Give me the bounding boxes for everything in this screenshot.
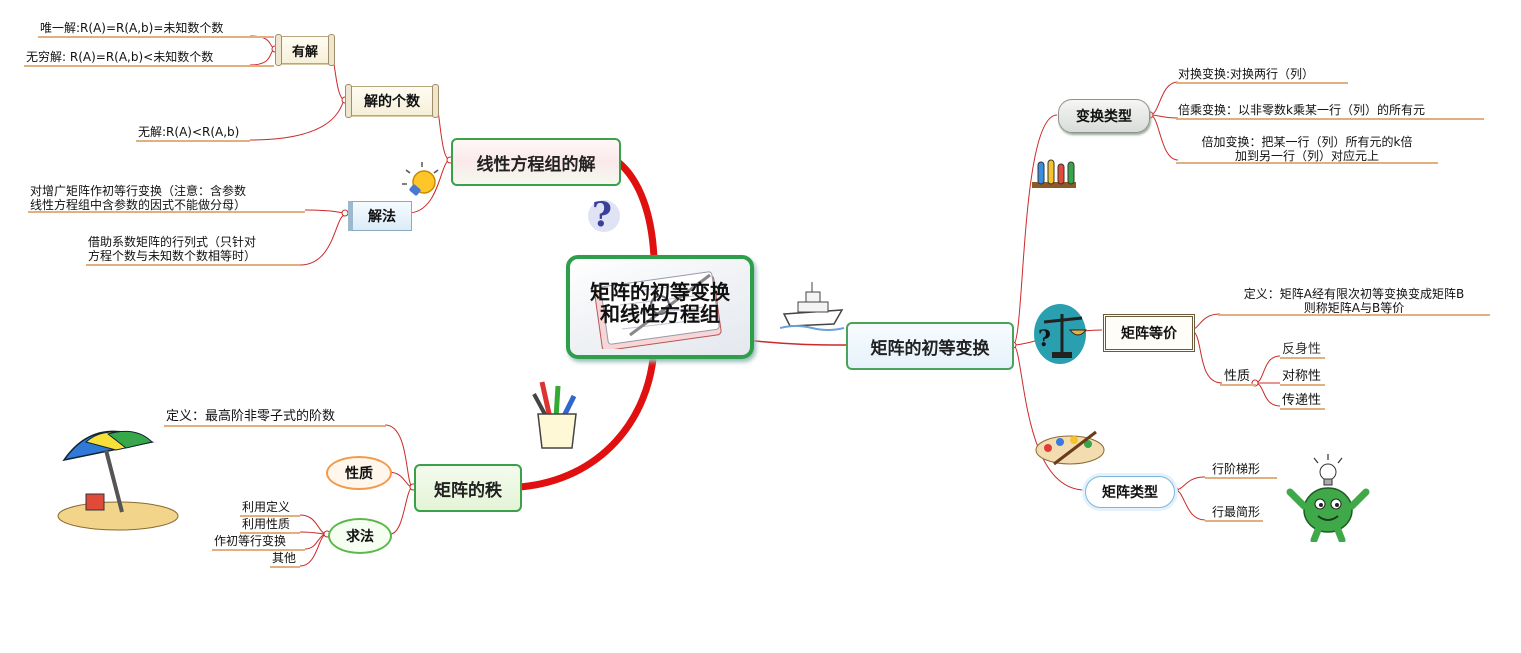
connector-center-to-solutions [615, 159, 658, 259]
leaf-transitive: 传递性 [1282, 393, 1322, 408]
underline [1280, 357, 1325, 359]
idea-character-icon [1286, 454, 1370, 542]
leaf-infinite-solutions: 无穷解: R(A)=R(A,b)<未知数个数 [26, 50, 214, 64]
underline [1176, 118, 1484, 120]
topic-solve-method[interactable]: 解法 [348, 201, 412, 231]
underline [240, 515, 300, 517]
underline [1218, 314, 1490, 316]
paint-palette-icon [1035, 430, 1105, 466]
lightbulb-icon [402, 162, 439, 196]
underline [1280, 384, 1325, 386]
topic-transform-types-label: 变换类型 [1076, 109, 1132, 125]
leaf-scale-transform: 倍乘变换：以非零数k乘某一行（列）的所有元 [1178, 103, 1425, 117]
underline [270, 566, 300, 568]
leaf-row-echelon-form: 行阶梯形 [1212, 462, 1261, 476]
question-mark-icon: ? [588, 195, 620, 234]
underline [38, 36, 274, 38]
topic-matrix-rank-label: 矩阵的秩 [434, 480, 502, 501]
underline [164, 425, 386, 427]
leaf-swap-transform: 对换变换:对换两行（列） [1178, 67, 1315, 81]
leaf-reduced-row-echelon-form: 行最简形 [1212, 505, 1261, 519]
ship-icon [780, 282, 845, 331]
underline [1176, 162, 1438, 164]
topic-rank-property[interactable]: 性质 [326, 456, 392, 490]
topic-matrix-equivalence[interactable]: 矩阵等价 [1103, 314, 1195, 352]
topic-rank-property-label: 性质 [345, 466, 373, 482]
topic-elementary-transform-label: 矩阵的初等变换 [870, 338, 990, 359]
topic-rank-method-label: 求法 [346, 529, 374, 545]
connector-center-to-transform [745, 339, 847, 346]
underline [86, 264, 300, 266]
central-topic-title: 矩阵的初等变换 和线性方程组 [590, 280, 730, 326]
notebook-icon [594, 271, 722, 349]
topic-has-solution-label: 有解 [291, 44, 318, 60]
topic-linear-system-solutions-label: 线性方程组的解 [476, 154, 596, 175]
topic-has-solution[interactable]: 有解 [275, 34, 335, 66]
leaf-unique-solution: 唯一解:R(A)=R(A,b)=未知数个数 [40, 21, 224, 35]
topic-solution-count-label: 解的个数 [364, 94, 420, 110]
beach-umbrella-icon [57, 430, 179, 531]
underline [24, 65, 274, 67]
leaf-method-augmented-matrix: 对增广矩阵作初等行变换（注意：含参数 线性方程组中含参数的因式不能做分母） [30, 184, 247, 212]
underline [136, 140, 250, 142]
topic-rank-method[interactable]: 求法 [328, 518, 392, 554]
topic-solution-count[interactable]: 解的个数 [345, 84, 439, 118]
test-tubes-icon [1032, 159, 1076, 188]
underline [240, 532, 300, 534]
underline [1280, 408, 1325, 410]
topic-matrix-equivalence-label: 矩阵等价 [1121, 326, 1177, 342]
leaf-rank-definition: 定义：最高阶非零子式的阶数 [166, 409, 336, 424]
svg-text:?: ? [592, 195, 612, 234]
svg-text:?: ? [1038, 326, 1051, 352]
underline [1220, 384, 1256, 386]
underline [1205, 477, 1277, 479]
topic-elementary-transform[interactable]: 矩阵的初等变换 [846, 322, 1014, 370]
leaf-reflexive: 反身性 [1282, 342, 1322, 357]
topic-matrix-types-label: 矩阵类型 [1102, 485, 1158, 501]
topic-transform-types[interactable]: 变换类型 [1058, 99, 1150, 133]
leaf-rank-method-property: 利用性质 [242, 517, 291, 531]
underline [28, 211, 305, 213]
leaf-no-solution: 无解:R(A)<R(A,b) [138, 125, 240, 139]
underline [1205, 520, 1263, 522]
balance-scale-icon: ? [1034, 304, 1088, 364]
leaf-rank-method-definition: 利用定义 [242, 500, 291, 514]
topic-matrix-types[interactable]: 矩阵类型 [1085, 476, 1175, 508]
topic-matrix-rank[interactable]: 矩阵的秩 [414, 464, 522, 512]
leaf-equivalence-property-label: 性质 [1224, 369, 1251, 384]
underline [212, 549, 305, 551]
topic-solve-method-label: 解法 [368, 209, 396, 225]
leaf-rank-method-row-transform: 作初等行变换 [214, 534, 287, 548]
connector-center-to-rank [519, 347, 658, 491]
leaf-add-transform: 倍加变换：把某一行（列）所有元的k倍 加到另一行（列）对应元上 [1201, 135, 1413, 163]
leaf-method-determinant: 借助系数矩阵的行列式（只针对 方程个数与未知数个数相等时） [88, 235, 257, 263]
leaf-symmetric: 对称性 [1282, 369, 1322, 384]
pencil-cup-icon [532, 381, 577, 449]
leaf-equivalence-definition: 定义：矩阵A经有限次初等变换变成矩阵B 则称矩阵A与B等价 [1243, 287, 1465, 315]
underline [1176, 82, 1348, 84]
topic-linear-system-solutions[interactable]: 线性方程组的解 [451, 138, 621, 186]
central-topic[interactable]: 矩阵的初等变换 和线性方程组 [566, 255, 754, 359]
leaf-rank-method-other: 其他 [272, 551, 297, 565]
